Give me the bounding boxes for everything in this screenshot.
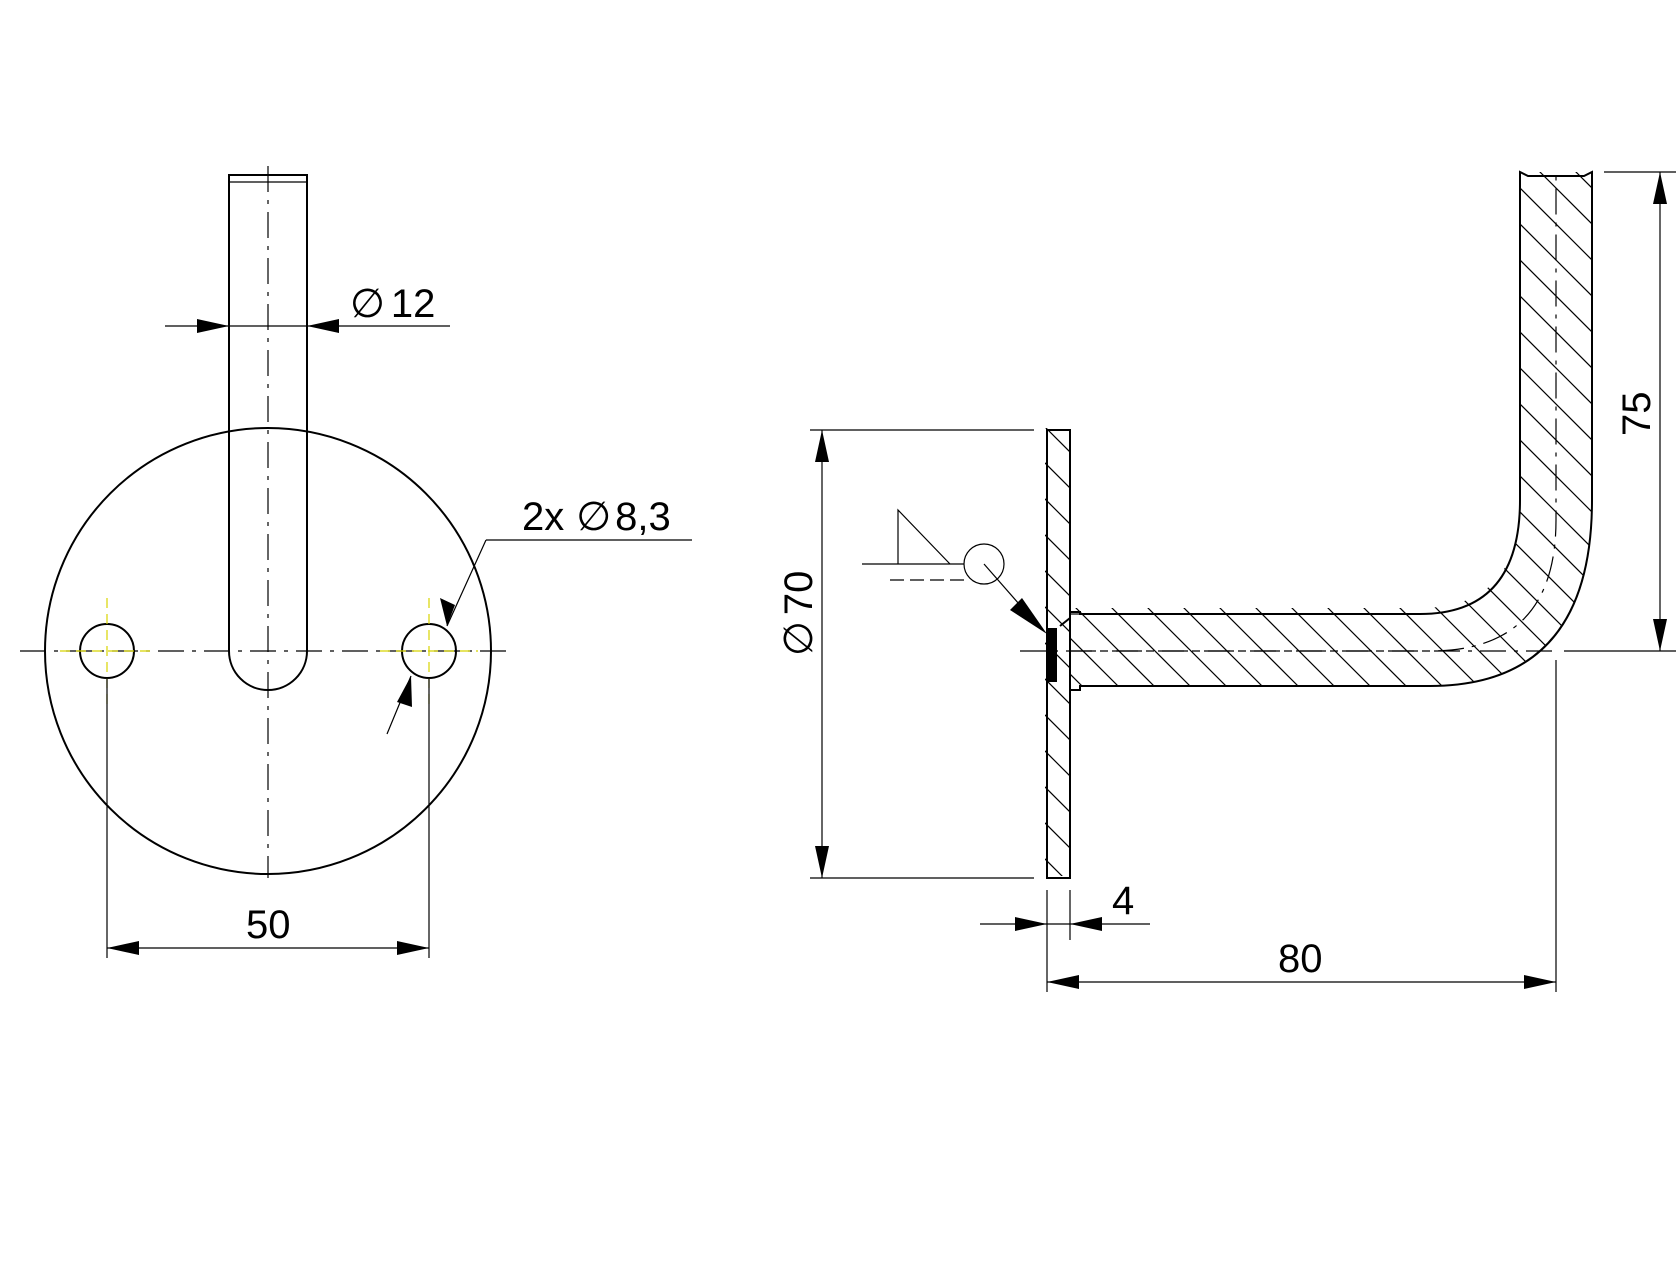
diameter-symbol: ∅	[576, 494, 611, 540]
plate-diameter-value: 70	[777, 571, 821, 616]
hatch-line	[1045, 678, 1071, 706]
hatch-line	[1045, 606, 1071, 634]
horizontal-length-value: 80	[1278, 937, 1323, 981]
hatch-line	[1239, 172, 1592, 686]
front-view: ∅12 2x∅8,3 50	[20, 166, 692, 958]
hatch-line	[1095, 172, 1592, 686]
hatch-line	[1491, 172, 1592, 686]
svg-text:2x∅8,3: 2x ∅8,3	[522, 494, 671, 540]
svg-text:∅70: ∅ 70	[776, 571, 822, 656]
hatch-line	[1455, 172, 1592, 686]
vertical-height-value: 75	[1615, 392, 1659, 437]
hatch-line	[1070, 172, 1241, 686]
rod-hatching	[1070, 172, 1592, 686]
rod-diameter-value: 12	[391, 282, 436, 326]
hole-count: 2x	[522, 495, 564, 539]
hatch-line	[1045, 858, 1063, 876]
horizontal-length-dimension: 80	[1046, 660, 1557, 992]
rod-outline	[228, 174, 308, 691]
hatch-line	[1045, 462, 1071, 490]
bend-centerline	[1070, 172, 1557, 652]
plate-thickness-value: 4	[1112, 879, 1134, 923]
side-section-view: ∅ 70 4 80 75	[776, 170, 1676, 992]
hole-spacing-dimension: 50	[106, 678, 430, 958]
plate-thickness-dimension: 4	[980, 879, 1150, 940]
hole-callout-leader: 2x ∅8,3	[386, 494, 692, 735]
hatch-line	[1045, 570, 1071, 598]
hatch-line	[1045, 786, 1071, 814]
hatch-line	[1045, 428, 1071, 454]
hatch-line	[1167, 172, 1592, 686]
svg-text:∅12: ∅12	[350, 281, 435, 327]
diameter-symbol: ∅	[776, 621, 822, 656]
rod-diameter-dimension: ∅12	[165, 281, 450, 333]
diameter-symbol: ∅	[350, 281, 385, 327]
hatch-line	[1070, 172, 1169, 686]
hatch-line	[1203, 172, 1592, 686]
hatch-line	[1070, 172, 1205, 686]
hatch-line	[1070, 172, 1565, 686]
hole-diameter-value: 8,3	[615, 495, 671, 539]
hatch-line	[1070, 172, 1277, 686]
hole-spacing-value: 50	[246, 903, 291, 947]
plate-diameter-dimension: ∅ 70	[776, 429, 1034, 879]
vertical-height-dimension: 75	[1564, 171, 1676, 652]
hatch-line	[1045, 534, 1071, 562]
hatch-line	[1074, 420, 1544, 890]
bent-rod-outline	[1059, 170, 1593, 691]
weld-symbol	[862, 508, 1047, 634]
hatch-line	[1070, 172, 1313, 686]
hatch-line	[1045, 822, 1071, 850]
hatch-line	[1045, 498, 1071, 526]
weld-bead	[1047, 628, 1057, 682]
